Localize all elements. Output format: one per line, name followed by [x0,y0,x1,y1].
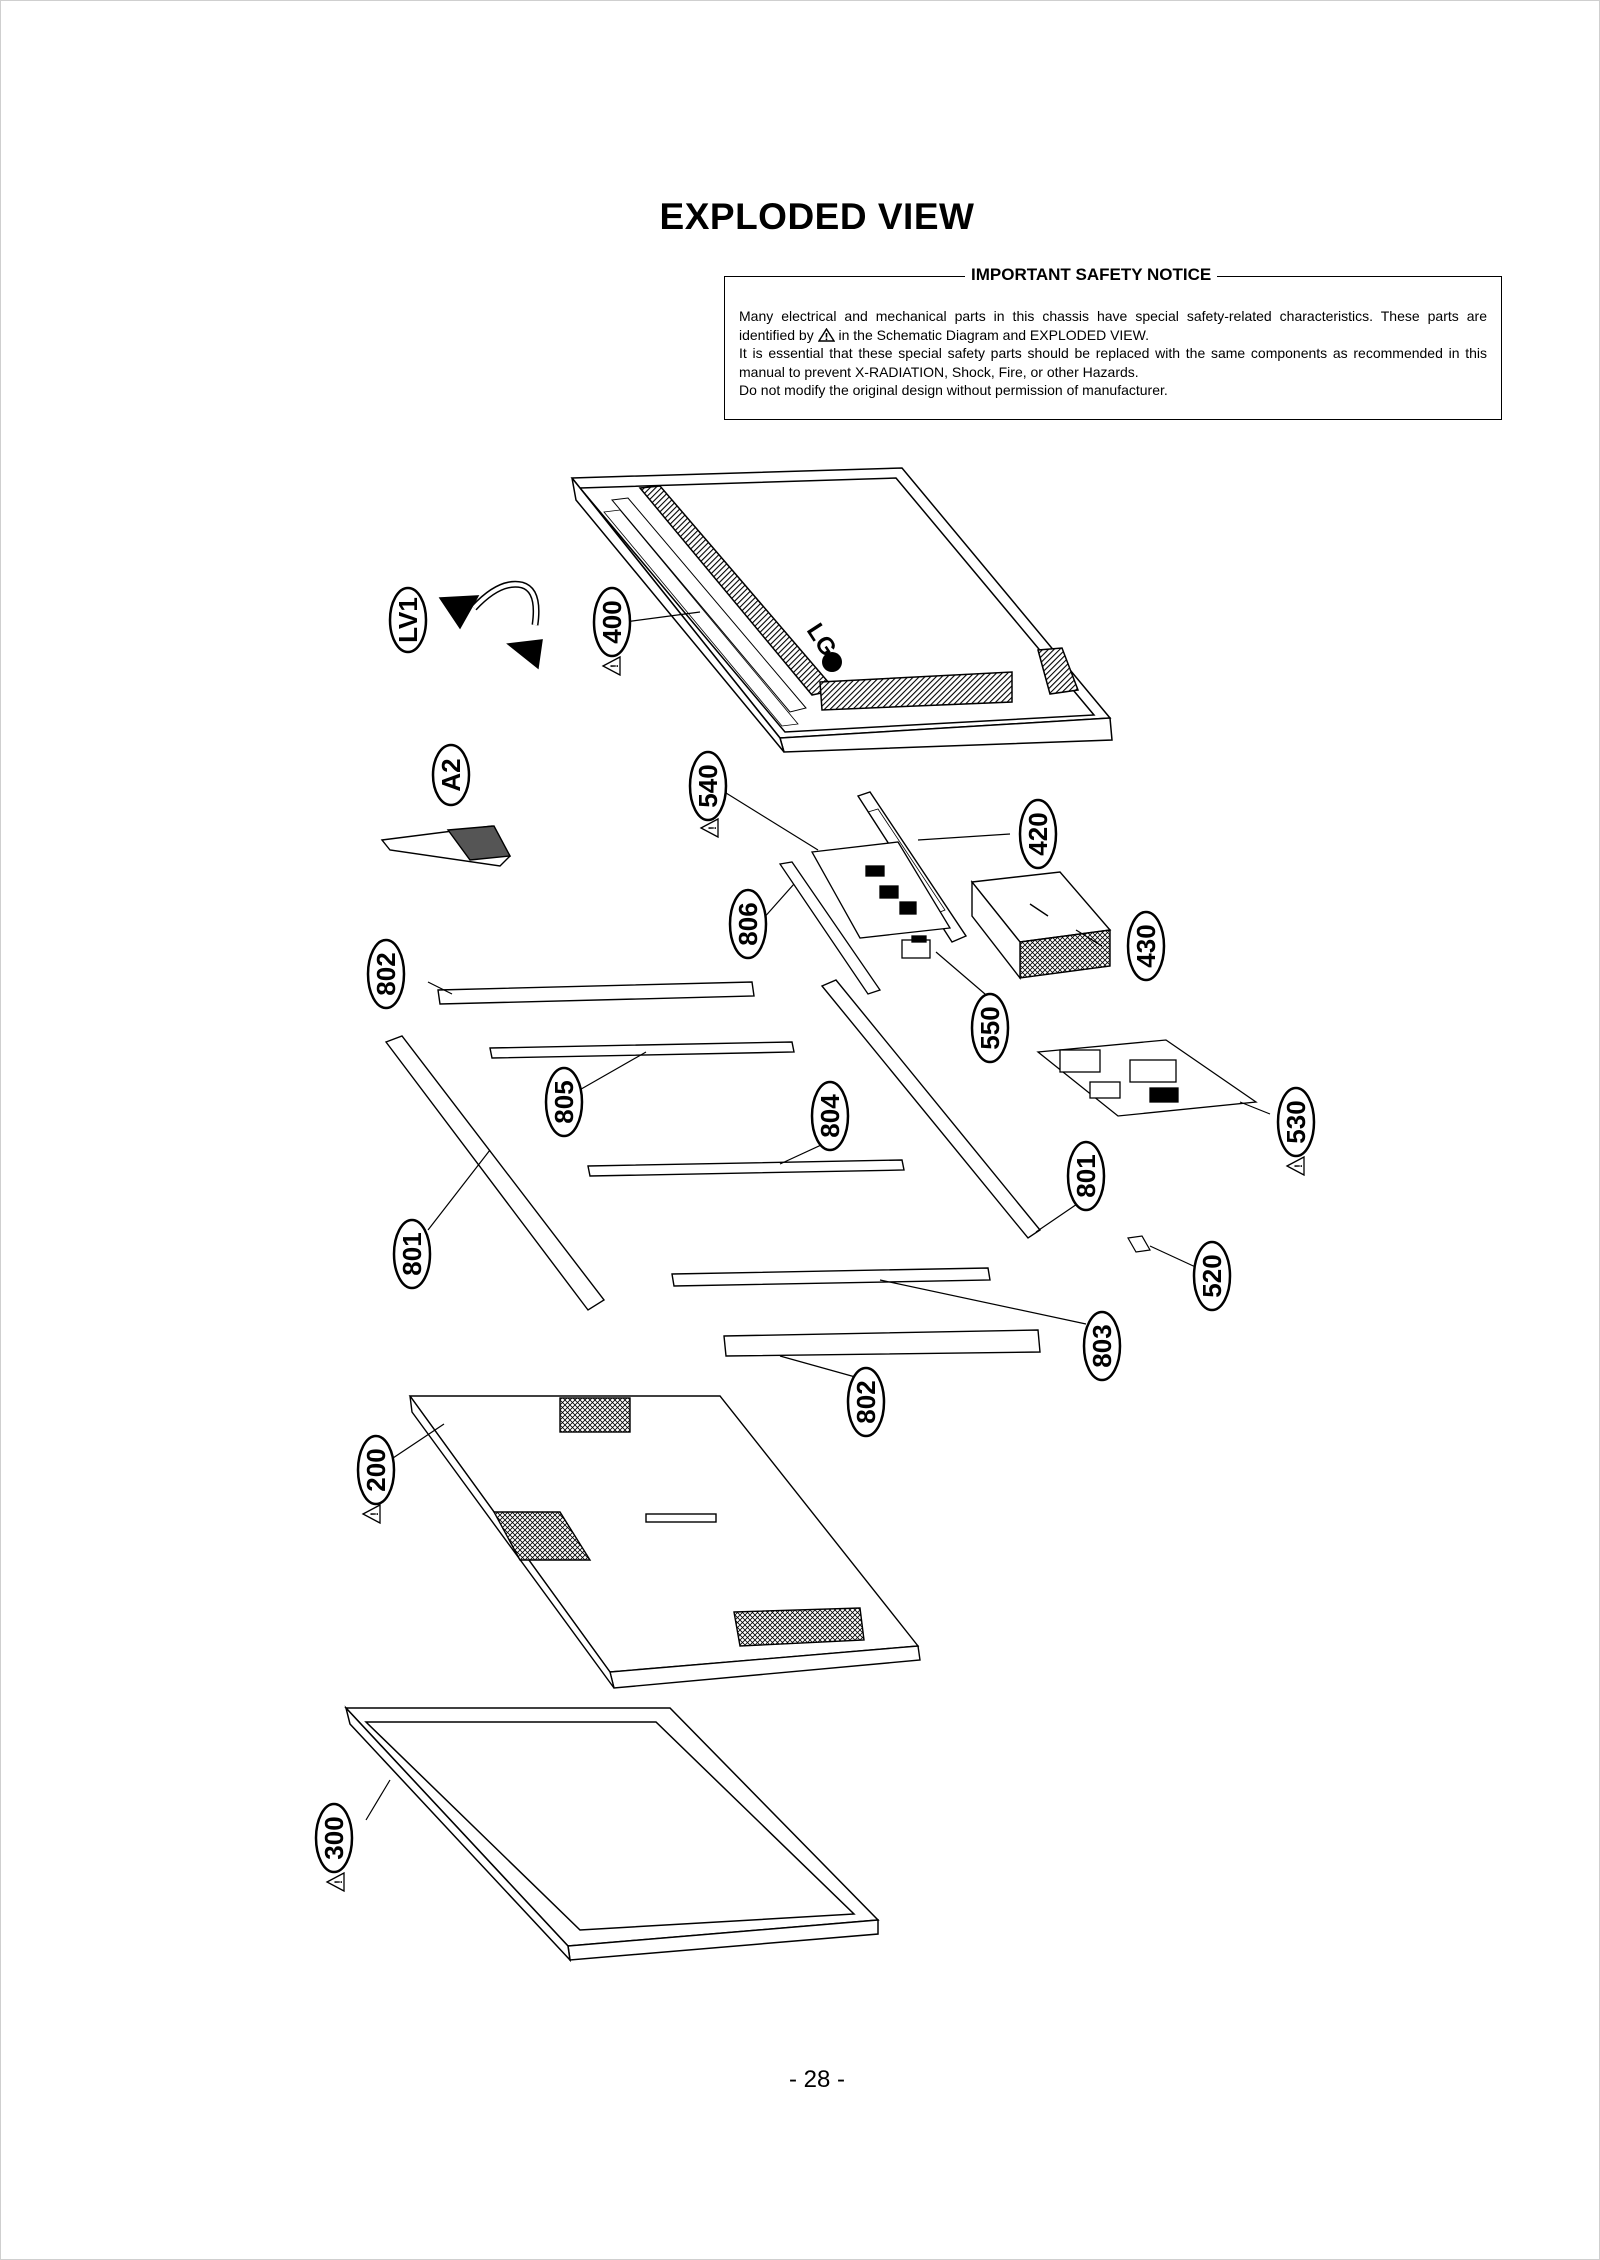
svg-text:LV1: LV1 [393,597,423,643]
part-200-chassis-plate [408,1395,921,1689]
svg-text:520: 520 [1197,1254,1227,1297]
warning-triangle-icon: ! [362,1504,381,1524]
svg-text:802: 802 [851,1380,881,1423]
safety-notice-box: IMPORTANT SAFETY NOTICE Many electrical … [724,265,1502,420]
callout-200: 200 [356,1434,396,1506]
part-803-bar [671,1267,991,1287]
callout-801-right: 801 [1066,1140,1106,1212]
part-802-bottom-bar [723,1329,1041,1357]
warning-triangle-icon [817,327,839,343]
callout-801-left: 801 [392,1218,432,1290]
safety-notice-title: IMPORTANT SAFETY NOTICE [965,265,1218,285]
part-801-left-bar [384,1035,606,1311]
svg-text:805: 805 [549,1080,579,1123]
frame-bars [384,979,1042,1357]
svg-text:801: 801 [1071,1154,1101,1197]
page-number: - 28 - [788,2066,845,2093]
svg-text:540: 540 [693,764,723,807]
part-a2-remote [380,825,512,867]
callout-530: 530 [1276,1086,1316,1158]
part-300-front-bezel [344,1705,880,1963]
callout-804: 804 [810,1080,850,1152]
part-530-power-board [1036,1039,1258,1117]
part-806-bracket [778,861,882,995]
svg-text:!: ! [707,826,719,830]
part-540-main-board [810,841,952,939]
warning-triangle-icon: ! [602,656,621,676]
svg-text:803: 803 [1087,1324,1117,1367]
callout-lv1: LV1 [388,586,428,654]
svg-text:400: 400 [597,600,627,643]
callout-540: 540 [688,750,728,822]
safety-notice-text-1b: in the Schematic Diagram and EXPLODED VI… [838,326,1149,343]
safety-notice-paragraph-1: Many electrical and mechanical parts in … [739,307,1487,344]
part-520-clip [1127,1235,1151,1253]
svg-text:200: 200 [361,1448,391,1491]
svg-text:550: 550 [975,1006,1005,1049]
svg-text:801: 801 [397,1232,427,1275]
safety-notice-paragraph-3: Do not modify the original design withou… [739,382,1168,398]
svg-text:!: ! [333,1880,345,1884]
callout-520: 520 [1192,1240,1232,1312]
part-lv1-cable [438,580,543,670]
callout-400: 400 [592,586,632,658]
callout-805: 805 [544,1066,584,1138]
part-804-bar [587,1159,905,1177]
safety-notice-body: Many electrical and mechanical parts in … [739,307,1487,400]
page-title: EXPLODED VIEW [659,196,975,237]
safety-notice-text-1a: Many electrical and mechanical parts in … [739,308,1487,343]
leader-lines [365,611,1271,1821]
part-805-bar [489,1041,795,1059]
callout-a2: A2 [431,743,471,807]
svg-text:530: 530 [1281,1100,1311,1143]
warning-triangle-icon: ! [1286,1156,1305,1176]
svg-text:A2: A2 [436,758,466,791]
part-801-right-bar [820,979,1042,1239]
callout-430: 430 [1126,910,1166,982]
safety-marks: ! ! ! ! ! [326,656,1305,1892]
svg-text:!: ! [1293,1164,1305,1168]
callout-806: 806 [728,888,768,960]
svg-text:420: 420 [1023,812,1053,855]
safety-notice-paragraph-2: It is essential that these special safet… [739,345,1487,380]
part-550-component [901,935,931,959]
svg-text:806: 806 [733,902,763,945]
callout-802-bottom: 802 [846,1366,886,1438]
callout-802-top: 802 [366,938,406,1010]
warning-triangle-icon: ! [326,1872,345,1892]
svg-text:430: 430 [1131,924,1161,967]
part-430-shield-box [970,871,1112,981]
svg-text:!: ! [369,1512,381,1516]
callout-420: 420 [1018,798,1058,870]
callout-550: 550 [970,992,1010,1064]
warning-triangle-icon: ! [700,818,719,838]
svg-text:804: 804 [815,1094,845,1138]
callout-300: 300 [314,1802,354,1874]
svg-text:802: 802 [371,952,401,995]
part-400-back-cover [570,467,1113,753]
part-802-top-bar [437,981,755,1005]
callout-803: 803 [1082,1310,1122,1382]
svg-text:300: 300 [319,1816,349,1859]
svg-text:!: ! [609,664,621,668]
callouts: LV1 400 A2 540 420 806 430 802 550 805 8… [314,586,1316,1874]
